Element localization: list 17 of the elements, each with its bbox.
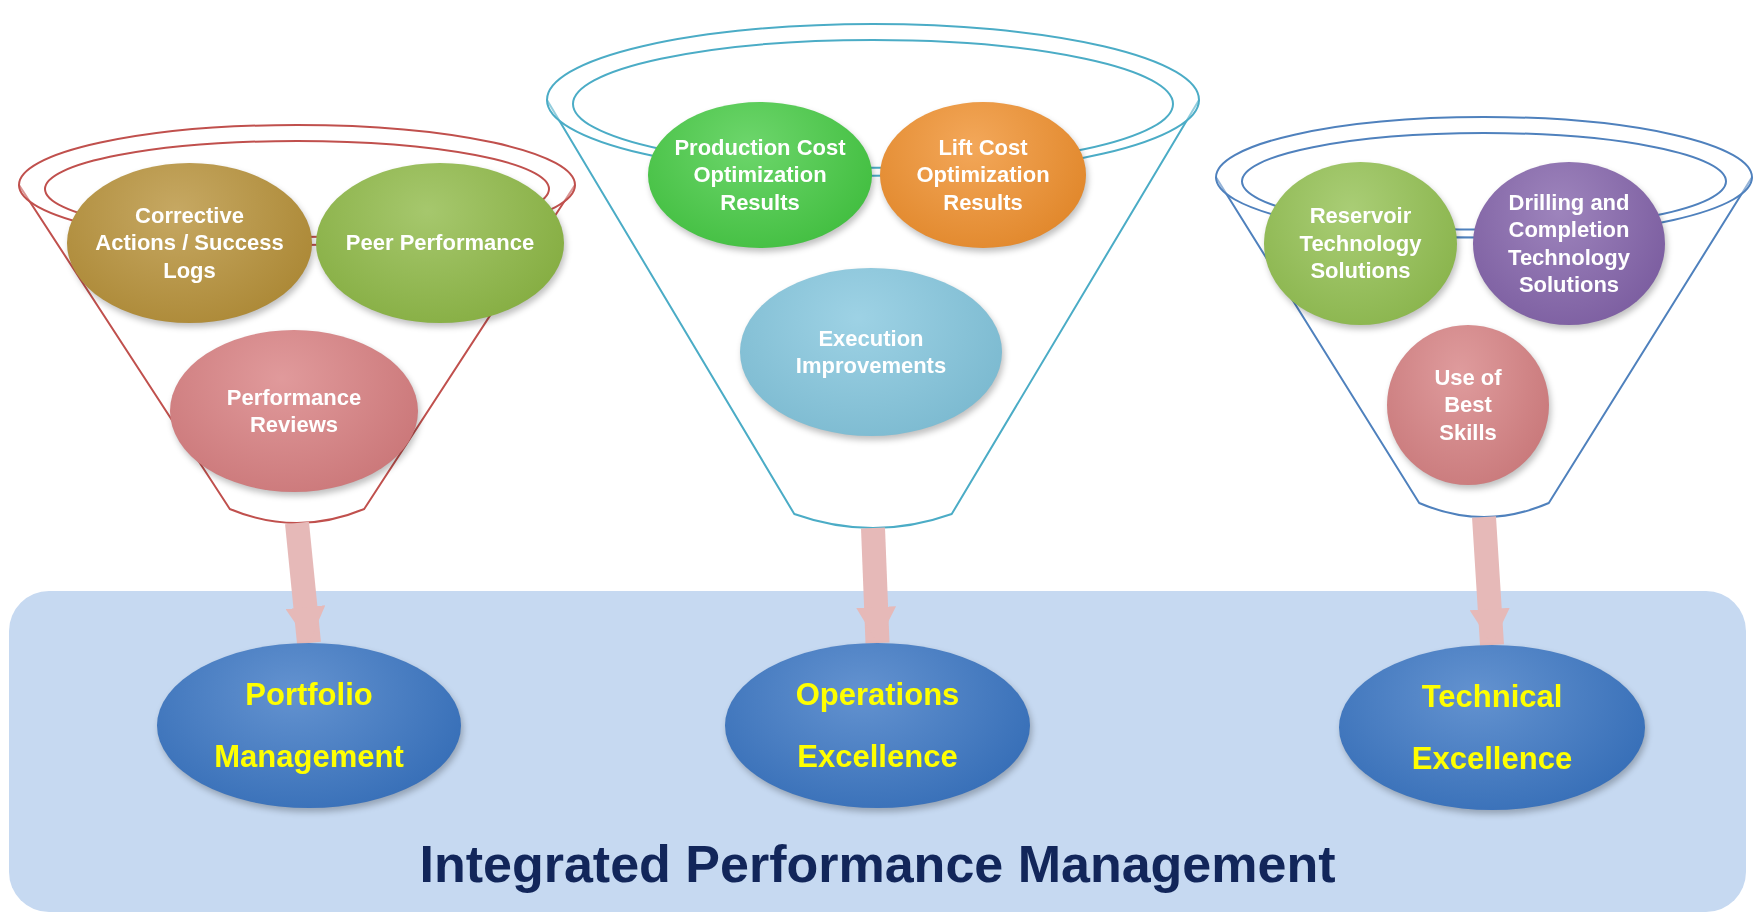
ellipse-node: Performance Reviews — [170, 330, 418, 492]
ellipse-node: Operations Excellence — [725, 643, 1030, 808]
banner-panel — [9, 591, 1746, 912]
banner-title: Integrated Performance Management — [418, 834, 1337, 894]
ellipse-node: Peer Performance — [316, 163, 564, 323]
ellipse-node: Execution Improvements — [740, 268, 1002, 436]
ellipse-node: Production Cost Optimization Results — [648, 102, 872, 248]
ellipse-node: Technical Excellence — [1339, 645, 1645, 810]
ellipse-node: Corrective Actions / Success Logs — [67, 163, 312, 323]
arrow — [285, 521, 326, 645]
ellipse-node: Lift Cost Optimization Results — [880, 102, 1086, 248]
arrow — [856, 527, 897, 644]
ellipse-node: Drilling and Completion Technology Solutions — [1473, 162, 1665, 325]
ellipse-node: Use of Best Skills — [1387, 325, 1549, 485]
ellipse-node: Reservoir Technology Solutions — [1264, 162, 1457, 325]
ellipse-node: Portfolio Management — [157, 643, 461, 808]
arrow — [1469, 516, 1510, 646]
